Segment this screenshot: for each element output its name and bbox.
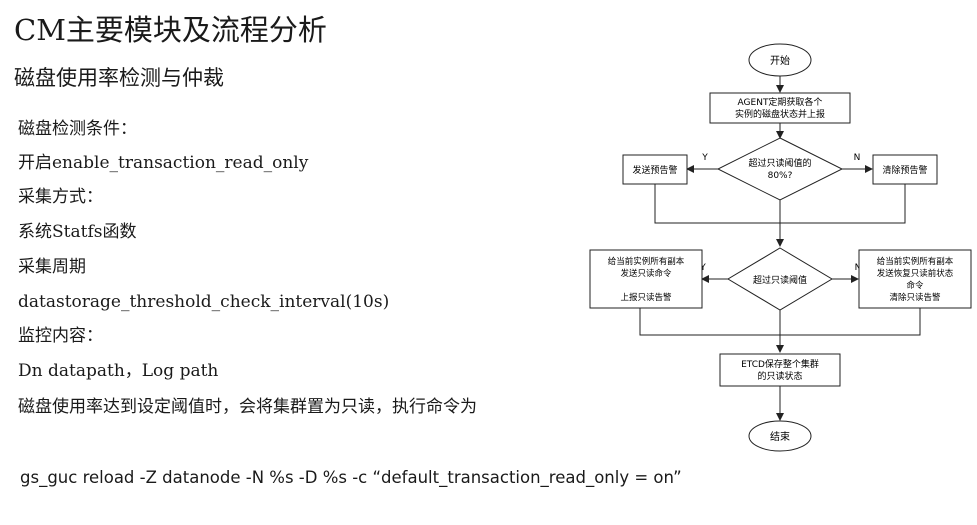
agent-label: 实例的磁盘状态并上报 — [735, 108, 825, 120]
command-text: gs_guc reload -Z datanode -N %s -D %s -c… — [20, 468, 682, 487]
etcd-label: ETCD保存整个集群 — [741, 358, 819, 370]
right-action-label: 清除只读告警 — [889, 292, 941, 303]
agent-box — [709, 92, 851, 124]
left-action-label: 上报只读告警 — [620, 292, 672, 303]
start-node — [748, 43, 812, 77]
no-label: N — [855, 263, 862, 273]
agent-label: AGENT定期获取各个 — [738, 96, 823, 108]
start-label: 开始 — [770, 54, 790, 67]
etcd-box — [719, 353, 841, 387]
flow-connector — [780, 184, 906, 224]
yes-label: Y — [701, 153, 708, 163]
body-line: 磁盘检测条件： — [18, 119, 137, 139]
flow-connector — [780, 308, 921, 336]
no-label: N — [854, 153, 861, 163]
left-action-label: 发送只读命令 — [620, 268, 672, 279]
readonly-command-box — [589, 249, 703, 309]
body-line: 磁盘使用率达到设定阈值时，会将集群置为只读，执行命令为 — [18, 397, 477, 417]
flow-connector — [639, 308, 780, 336]
clear-warn-box — [872, 154, 938, 185]
decision1-label: 80%? — [768, 171, 793, 181]
warn-box — [622, 154, 688, 185]
decision-80-percent — [716, 137, 844, 201]
body-line: Dn datapath，Log path — [18, 361, 219, 381]
end-label: 结束 — [770, 430, 790, 443]
body-line: 采集周期 — [18, 257, 86, 277]
flowchart: 开始 AGENT定期获取各个 实例的磁盘状态并上报 超过只读阈值的 80%? 发… — [589, 43, 972, 452]
etcd-label: 的只读状态 — [757, 370, 802, 382]
body-line: datastorage_threshold_check_interval(10s… — [18, 292, 390, 312]
restore-command-box — [858, 249, 972, 309]
body-line: 开启enable_transaction_read_only — [18, 153, 309, 173]
right-action-label: 命令 — [906, 280, 924, 291]
body-line: 系统Statfs函数 — [18, 222, 137, 242]
clear-warn-label: 清除预告警 — [882, 164, 927, 176]
slide-subtitle: 磁盘使用率检测与仲裁 — [14, 66, 224, 90]
decision-threshold — [727, 247, 833, 311]
decision1-label: 超过只读阈值的 — [748, 157, 811, 169]
end-node — [748, 420, 812, 452]
right-action-label: 发送恢复只读前状态 — [877, 268, 954, 279]
flow-connector — [654, 184, 780, 224]
body-line: 监控内容： — [18, 326, 103, 346]
yes-label: Y — [699, 263, 706, 273]
right-action-label: 给当前实例所有副本 — [877, 256, 954, 267]
body-line: 采集方式： — [18, 187, 103, 207]
warn-label: 发送预告警 — [632, 164, 677, 176]
decision2-label: 超过只读阈值 — [753, 274, 807, 286]
left-action-label: 给当前实例所有副本 — [608, 256, 685, 267]
slide-title: CM主要模块及流程分析 — [14, 13, 327, 47]
